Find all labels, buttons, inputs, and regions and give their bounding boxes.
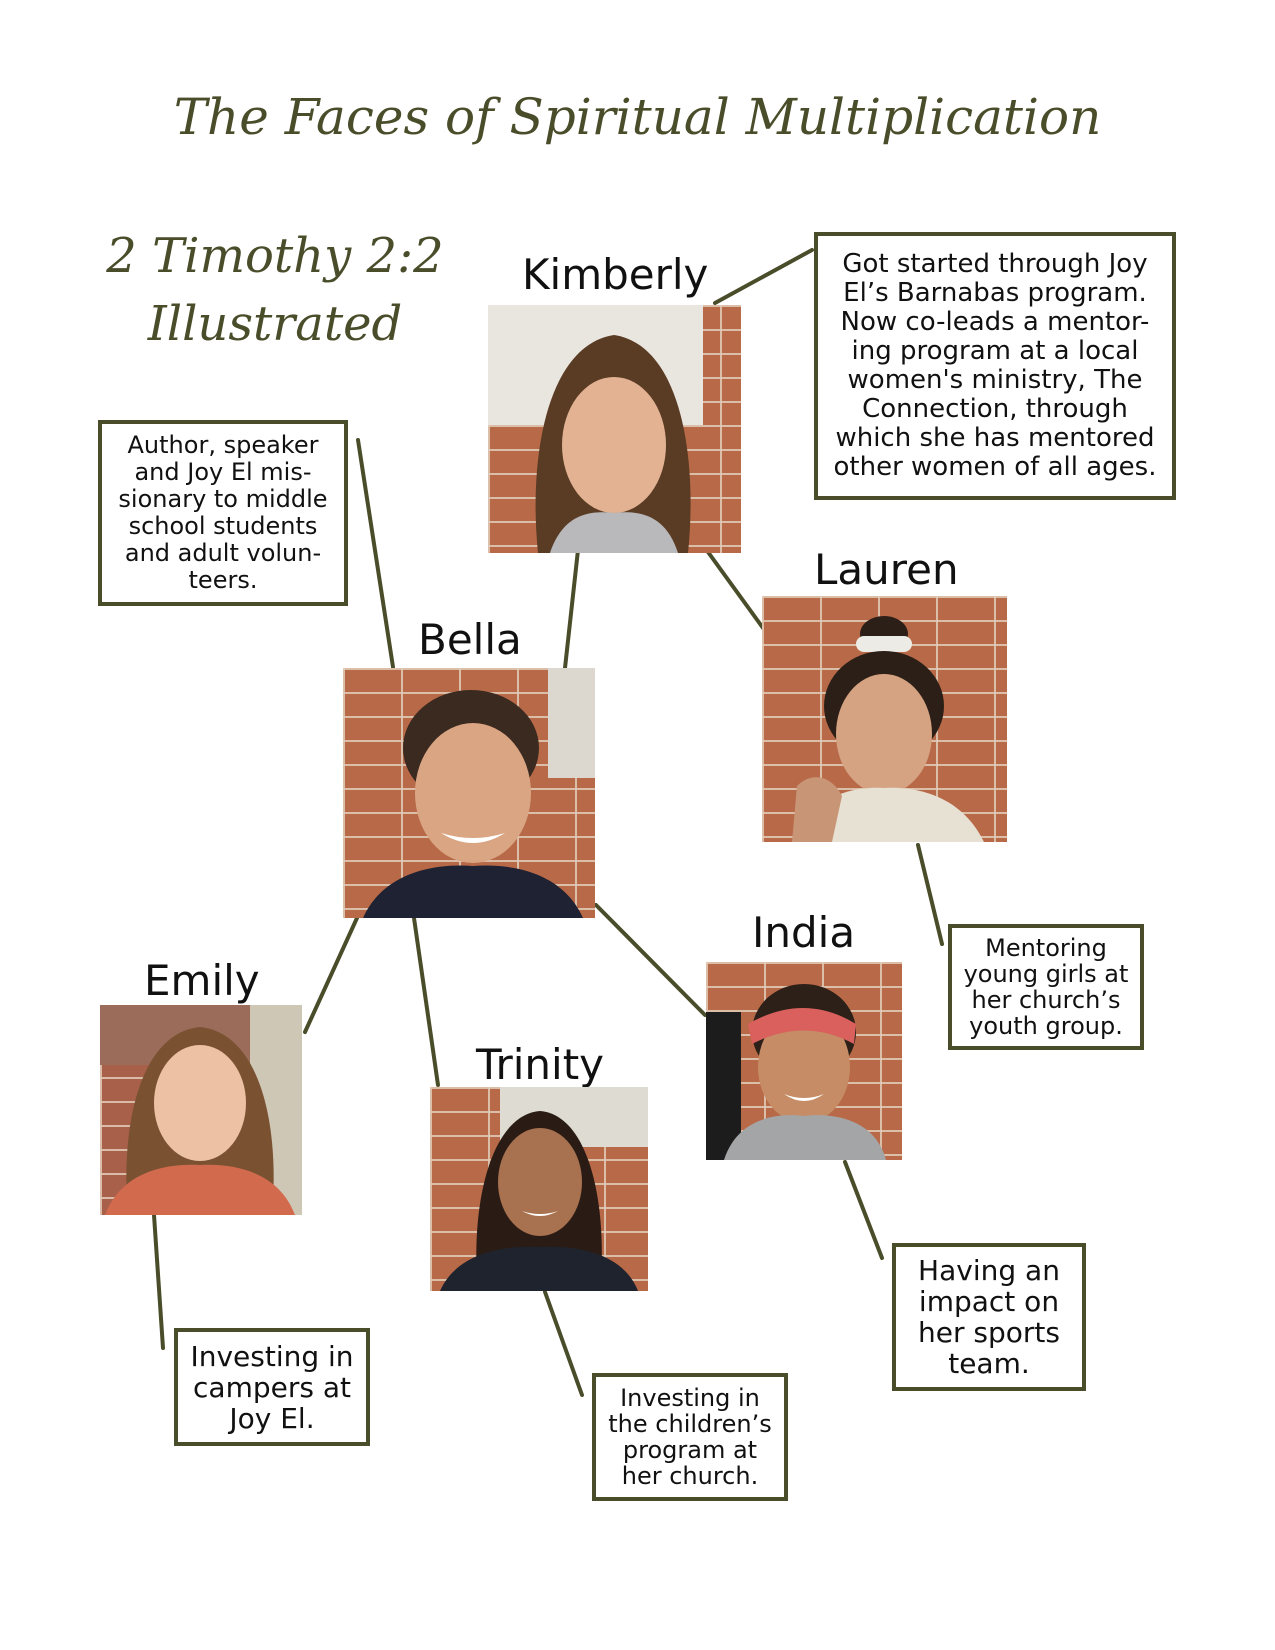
kimberly-line-4: ing program at a local <box>851 336 1139 366</box>
name-emily: Emily <box>144 956 260 1005</box>
emily-line-1: Investing in <box>190 1339 354 1373</box>
connector-lauren-box <box>916 843 944 946</box>
bella-line-2: and Joy El mis- <box>134 458 312 486</box>
name-bella: Bella <box>418 615 522 664</box>
india-line-2: impact on <box>918 1285 1060 1318</box>
photo-emily <box>100 1005 302 1215</box>
bella-line-3: sionary to middle <box>118 485 328 513</box>
lauren-line-3: her church’s <box>971 986 1121 1014</box>
kimberly-line-2: El’s Barnabas program. <box>843 278 1147 308</box>
subtitle-line-1: 2 Timothy 2:2 <box>106 228 444 284</box>
lauren-line-1: Mentoring <box>985 934 1107 962</box>
india-line-4: team. <box>948 1347 1030 1380</box>
trinity-line-4: her church. <box>621 1462 759 1490</box>
kimberly-line-6: Connection, through <box>862 394 1128 424</box>
photo-lauren <box>762 596 1007 842</box>
emily-line-2: campers at <box>193 1370 351 1404</box>
photo-trinity <box>430 1087 648 1291</box>
name-india: India <box>752 908 856 957</box>
subtitle-line-2: Illustrated <box>147 296 403 352</box>
india-line-1: Having an <box>918 1254 1060 1287</box>
photo-kimberly <box>488 305 741 553</box>
india-line-3: her sports <box>918 1316 1060 1349</box>
connector-bella-box <box>356 438 395 669</box>
kimberly-line-7: which she has mentored <box>835 423 1155 453</box>
page-title: The Faces of Spiritual Multiplication <box>173 88 1102 146</box>
description-box-emily: Investing in campers at Joy El. <box>174 1328 370 1446</box>
connector-trinity-box <box>543 1290 584 1397</box>
lauren-line-4: youth group. <box>969 1012 1123 1040</box>
emily-line-3: Joy El. <box>229 1401 315 1435</box>
name-lauren: Lauren <box>814 545 959 594</box>
kimberly-line-3: Now co-leads a mentor- <box>840 307 1150 337</box>
lauren-line-2: young girls at <box>963 960 1129 988</box>
connector-kimberly-lauren <box>706 550 765 630</box>
description-box-trinity: Investing in the children’s program at h… <box>592 1373 788 1501</box>
connector-bella-trinity <box>412 916 440 1087</box>
bella-line-6: teers. <box>188 566 258 594</box>
description-box-bella: Author, speaker and Joy El mis- sionary … <box>98 420 348 606</box>
page-subtitle: 2 Timothy 2:2 Illustrated <box>80 222 470 358</box>
bella-line-1: Author, speaker <box>127 431 319 459</box>
description-box-kimberly: Got started through Joy El’s Barnabas pr… <box>814 232 1176 500</box>
connector-bella-emily <box>303 916 359 1034</box>
kimberly-line-5: women's ministry, The <box>847 365 1143 395</box>
kimberly-line-1: Got started through Joy <box>842 249 1148 279</box>
connector-kimberly-bella <box>563 548 580 670</box>
kimberly-line-8: other women of all ages. <box>833 452 1157 482</box>
trinity-line-2: the children’s <box>608 1410 772 1438</box>
name-trinity: Trinity <box>476 1040 605 1089</box>
bella-line-5: and adult volun- <box>124 539 322 567</box>
trinity-line-1: Investing in <box>620 1384 760 1412</box>
photo-bella <box>343 668 595 918</box>
name-kimberly: Kimberly <box>522 250 709 299</box>
connector-emily-box <box>152 1213 165 1350</box>
description-box-india: Having an impact on her sports team. <box>892 1243 1086 1391</box>
bella-line-4: school students <box>128 512 318 540</box>
connector-india-box <box>843 1160 884 1260</box>
connector-kimberly-box <box>713 248 814 305</box>
connector-bella-india <box>594 903 707 1017</box>
photo-india <box>706 962 902 1160</box>
description-box-lauren: Mentoring young girls at her church’s yo… <box>948 924 1144 1050</box>
trinity-line-3: program at <box>622 1436 758 1464</box>
